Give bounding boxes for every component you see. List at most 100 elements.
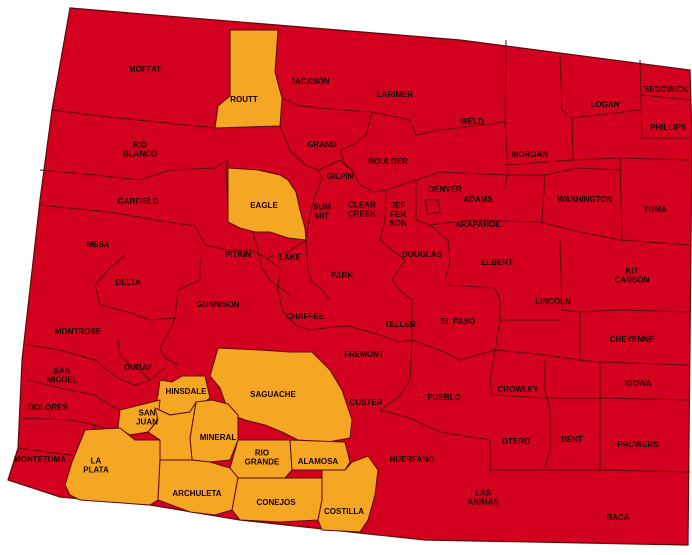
county-label-rio-grande: GRANDE [245,458,280,467]
county-label-rio-grande: RIO [255,449,269,458]
boundary [559,54,641,119]
county-routt[interactable] [214,29,283,129]
county-label-san-miguel: SAN [54,367,71,376]
county-label-chaffee: CHAFFEE [286,312,324,321]
county-label-denver: DENVER [428,185,462,194]
county-label-ouray: OURAY [124,363,153,372]
county-label-crowley: CROWLEY [498,385,540,394]
county-label-moffat: MOFFAT [129,65,161,74]
boundary [339,111,373,151]
county-label-washington: WASHINGTON [558,195,613,204]
county-la-plata[interactable] [64,427,161,506]
boundary [265,213,311,259]
county-label-rio-blanco: RIO [133,141,147,150]
county-label-kit-carson: CARSON [615,276,650,285]
boundary [339,149,353,171]
county-label-garfield: GARFIELD [118,197,159,206]
county-label-jefferson: JEF [391,201,406,210]
county-label-las-animas: ANIMAS [467,498,499,507]
county-label-grand: GRAND [307,140,337,149]
boundary [619,157,623,243]
county-label-huerfano: HUERFANO [390,455,435,464]
county-label-clear-creek: CLEAR [348,201,376,210]
orange-county-group [64,29,379,533]
county-label-morgan: MORGAN [512,150,549,159]
county-label-douglas: DOUGLAS [402,250,443,259]
county-boundaries [17,29,691,481]
county-label-prowers: PROWERS [617,440,659,449]
boundary [541,174,546,223]
boundary [415,121,507,136]
county-labels: MOFFATJACKSONROUTTLARIMERWELDLOGANSEDGWI… [14,65,688,522]
boundary [544,360,551,469]
boundary [27,379,121,411]
county-label-delta: DELTA [115,278,141,287]
county-label-phillips: PHILLIPS [650,123,687,132]
county-label-arapahoe: ARAPAHOE [455,220,501,229]
county-label-la-plata: LA [91,457,102,466]
boundary [424,199,441,215]
county-label-mesa: MESA [86,240,109,249]
county-label-kit-carson: KIT [626,267,639,276]
boundary [277,267,326,331]
county-label-la-plata: PLATA [83,466,109,475]
county-label-conejos: CONEJOS [256,498,296,507]
county-label-routt: ROUTT [230,95,258,104]
county-label-lincoln: LINCOLN [535,297,571,306]
county-label-fremont: FREMONT [344,350,384,359]
county-label-weld: WELD [460,117,484,126]
county-label-costilla: COSTILLA [324,507,364,516]
county-label-teller: TELLER [384,320,415,329]
county-label-pitkin: PITKIN [225,250,251,259]
boundary [489,319,501,396]
county-label-archuleta: ARCHULETA [172,489,221,498]
county-label-gunnison: GUNNISON [196,300,239,309]
county-label-jefferson: SON [389,219,407,228]
county-label-yuma: YUMA [643,205,667,214]
county-label-rio-blanco: BLANCO [123,150,157,159]
boundary [379,189,406,291]
county-label-pueblo: PUEBLO [427,393,460,402]
boundary [411,339,496,361]
county-label-larimer: LARIMER [377,90,414,99]
county-label-alamosa: ALAMOSA [298,457,339,466]
boundary [305,239,331,301]
county-label-eagle: EAGLE [250,201,278,210]
county-label-el-paso: EL PASO [441,317,475,326]
boundary [159,317,179,366]
boundary [251,229,291,296]
boundary [504,39,509,191]
county-costilla[interactable] [317,455,379,533]
county-label-gilpin: GILPIN [327,172,354,181]
county-label-mineral: MINERAL [200,433,237,442]
county-label-elbert: ELBERT [481,258,513,267]
boundary [379,289,413,411]
county-label-dolores: DOLORES [28,403,68,412]
boundary [39,204,281,269]
county-mineral[interactable] [189,399,239,463]
boundary [641,94,691,101]
boundary [639,59,690,139]
county-label-saguache: SAGUACHE [250,390,296,399]
boundary [317,159,387,193]
county-label-adams: ADAMS [463,195,493,204]
county-eagle[interactable] [227,167,307,241]
county-label-clear-creek: CREEK [348,210,376,219]
county-label-jackson: JACKSON [290,77,329,86]
boundary [39,159,229,181]
boundary [579,312,691,366]
county-label-summit: SUM [313,203,331,212]
county-label-lake: LAKE [279,253,301,262]
county-label-san-juan: SAN [139,409,156,418]
county-label-las-animas: LAS [475,489,492,498]
county-label-summit: MIT [315,212,329,221]
boundary [324,325,413,343]
county-label-logan: LOGAN [591,100,620,109]
county-label-boulder: BOULDER [368,157,408,166]
boundary [494,349,581,361]
boundary [281,97,417,136]
boundary [94,254,201,321]
boundary [117,339,151,381]
boundary [415,180,691,246]
